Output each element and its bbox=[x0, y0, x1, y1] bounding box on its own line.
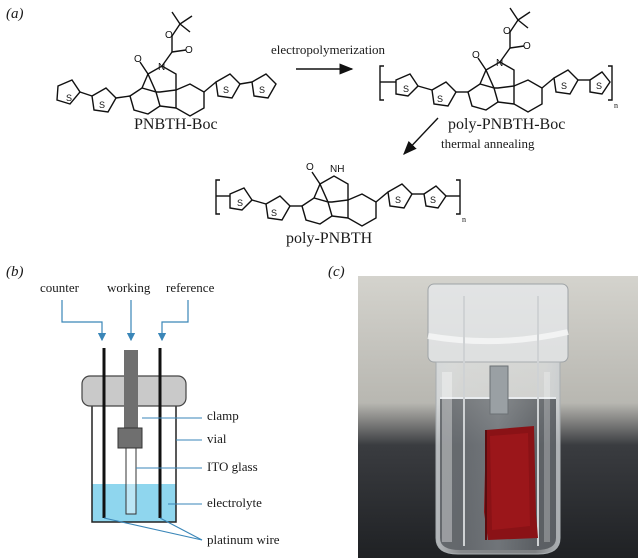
repeat-n: n bbox=[614, 101, 618, 110]
polymer-boc-name: poly-PNBTH-Boc bbox=[448, 116, 566, 133]
atom-o: O bbox=[472, 50, 480, 61]
atom-o: O bbox=[134, 54, 142, 65]
ito-glass bbox=[125, 447, 137, 515]
panel-c-label: (c) bbox=[328, 264, 345, 280]
panel-b-label: (b) bbox=[6, 264, 24, 280]
vial-photo bbox=[358, 276, 638, 558]
monomer-name: PNBTH-Boc bbox=[134, 116, 218, 133]
scheme-drawing: S S S S N O O O S S S S N O O O n S S S … bbox=[56, 7, 618, 227]
atom-s: S bbox=[66, 93, 72, 103]
platinum-wires bbox=[102, 348, 162, 518]
label-ito-glass: ITO glass bbox=[207, 459, 258, 474]
atom-labels: S S S S N O O O S S S S N O O O n S S S … bbox=[66, 26, 618, 224]
label-reference: reference bbox=[166, 280, 215, 295]
atom-s: S bbox=[430, 195, 436, 205]
atom-s: S bbox=[271, 208, 277, 218]
atom-o: O bbox=[523, 41, 531, 52]
atom-o: O bbox=[306, 162, 314, 173]
label-vial: vial bbox=[207, 431, 227, 446]
atom-s: S bbox=[596, 81, 602, 91]
atom-o: O bbox=[165, 30, 173, 41]
electrochemical-cell-diagram: (b) counter working reference bbox=[0, 260, 326, 560]
vial-cap-photo bbox=[427, 283, 569, 363]
panel-a-label: (a) bbox=[6, 6, 24, 22]
cell-drawing bbox=[61, 300, 203, 541]
atom-n: N bbox=[496, 58, 503, 69]
atom-s: S bbox=[403, 84, 409, 94]
electrolyte-liquid bbox=[92, 484, 176, 522]
atom-s: S bbox=[237, 198, 243, 208]
monomer-structure bbox=[56, 11, 277, 117]
arrow-thermal-annealing bbox=[403, 117, 439, 156]
working-rod bbox=[124, 350, 138, 436]
atom-o: O bbox=[185, 45, 193, 56]
polymer-structure bbox=[215, 171, 461, 227]
callout-lines bbox=[103, 417, 203, 541]
polymer-name: poly-PNBTH bbox=[286, 230, 373, 247]
repeat-n: n bbox=[462, 215, 466, 224]
label-working: working bbox=[107, 280, 151, 295]
atom-o: O bbox=[503, 26, 511, 37]
atom-n: N bbox=[158, 62, 165, 73]
atom-s: S bbox=[259, 85, 265, 95]
atom-nh: NH bbox=[330, 164, 344, 175]
atom-s: S bbox=[561, 81, 567, 91]
atom-s: S bbox=[99, 100, 105, 110]
reaction-scheme: (a) bbox=[0, 0, 641, 255]
label-counter: counter bbox=[40, 280, 79, 295]
step-thermal-annealing: thermal annealing bbox=[441, 136, 535, 151]
atom-s: S bbox=[437, 94, 443, 104]
atom-s: S bbox=[395, 195, 401, 205]
vial bbox=[91, 400, 177, 523]
step-electropolymerization: electropolymerization bbox=[271, 42, 386, 57]
photo-panel: (c) bbox=[326, 260, 641, 560]
atom-s: S bbox=[223, 85, 229, 95]
label-clamp: clamp bbox=[207, 408, 239, 423]
clamp bbox=[117, 427, 143, 449]
polymer-boc-structure bbox=[379, 7, 613, 113]
label-electrolyte: electrolyte bbox=[207, 495, 262, 510]
label-platinum-wire: platinum wire bbox=[207, 532, 280, 547]
connector-lines bbox=[61, 300, 189, 342]
